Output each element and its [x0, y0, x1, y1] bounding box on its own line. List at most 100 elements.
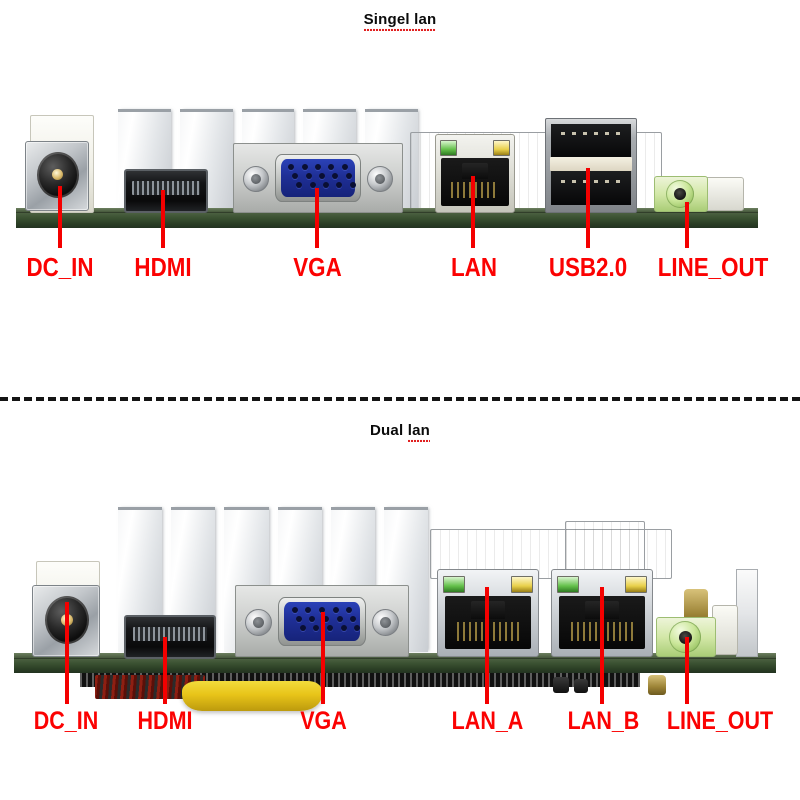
vga-pin-row	[285, 172, 360, 179]
vga-pins	[288, 606, 361, 637]
usb-port-upper[interactable]	[551, 124, 631, 158]
callout-label-line-out: LINE_OUT	[657, 252, 769, 282]
hdmi-port[interactable]	[124, 169, 208, 213]
single-lan-board	[0, 96, 800, 231]
vga-pin	[345, 172, 352, 179]
lan-port[interactable]	[435, 134, 515, 213]
vga-pin	[305, 606, 312, 613]
callout-label-usb: USB2.0	[548, 252, 628, 282]
usb-port-lower[interactable]	[551, 171, 631, 205]
callout-label-line-out-dual: LINE_OUT	[666, 707, 774, 735]
vga-connector[interactable]	[281, 159, 356, 197]
vga-screw-left	[245, 609, 272, 636]
vga-screw-left	[243, 166, 269, 192]
single-lan-title: Singel lan	[0, 11, 800, 31]
leader-hdmi	[161, 190, 165, 248]
lan-cavity	[441, 158, 509, 206]
vga-pin	[314, 163, 321, 170]
vga-pin	[322, 615, 329, 622]
vga-pin	[299, 624, 306, 631]
usb-contacts	[560, 132, 622, 135]
vga-pin	[336, 615, 343, 622]
leader-dc-in-dual	[65, 602, 69, 704]
vga-pin	[309, 181, 316, 188]
vga-pin	[341, 163, 348, 170]
section-divider	[0, 397, 800, 401]
underside-cap-b	[574, 679, 588, 693]
callout-label-lan-b: LAN_B	[567, 707, 640, 735]
pcb-dual	[14, 658, 776, 673]
vga-pins	[285, 163, 356, 193]
underside-cap-a	[553, 677, 569, 693]
section-dual-lan: Dual lan	[0, 397, 800, 800]
leader-vga	[315, 188, 319, 248]
callout-label-vga: VGA	[293, 252, 342, 282]
callout-label-lan-a: LAN_A	[451, 707, 524, 735]
vga-pin	[292, 172, 299, 179]
underside-cap-c	[648, 675, 666, 695]
lan-led-yellow	[492, 140, 511, 157]
leader-hdmi-dual	[163, 637, 167, 704]
dual-lan-title: Dual lan	[0, 422, 800, 442]
vga-pin	[326, 624, 333, 631]
leader-line-out	[685, 202, 689, 248]
usb-port-stack[interactable]	[545, 118, 637, 213]
lan-contacts	[450, 181, 500, 199]
lan-latch-slot	[461, 162, 489, 180]
vga-pin	[332, 172, 339, 179]
lan-a-led-green	[443, 576, 465, 594]
dual-lan-title-word: Dual lan	[370, 422, 431, 442]
dual-lan-board	[0, 507, 800, 722]
leader-lan-b	[600, 587, 604, 704]
callout-label-dc-in: DC_IN	[26, 252, 94, 282]
usb-contacts	[560, 180, 622, 183]
lan-led-green	[439, 140, 458, 157]
vga-pin	[301, 163, 308, 170]
lan-a-led-yellow	[511, 576, 533, 594]
vga-screw-right	[367, 166, 393, 192]
vga-pin	[336, 181, 343, 188]
single-lan-title-text: Singel lan	[363, 11, 437, 31]
callout-label-hdmi-dual: HDMI	[137, 707, 193, 735]
vga-screw-right	[372, 609, 399, 636]
callout-label-hdmi: HDMI	[134, 252, 192, 282]
callout-label-lan: LAN	[451, 252, 497, 282]
vga-pin	[354, 624, 361, 631]
vga-pin	[313, 624, 320, 631]
vga-pin	[291, 606, 298, 613]
vga-pin	[350, 615, 357, 622]
vga-pin	[346, 606, 353, 613]
title-word: lan	[407, 422, 431, 442]
vga-pin	[349, 181, 356, 188]
vga-pin-row	[285, 163, 352, 170]
lan-b-led-yellow	[625, 576, 647, 594]
vga-pin	[295, 615, 302, 622]
leader-lan-a	[485, 587, 489, 704]
hdmi-contacts	[132, 181, 200, 195]
line-out-jack[interactable]	[654, 176, 708, 212]
vga-pin	[322, 181, 329, 188]
vga-pin	[296, 181, 303, 188]
leader-line-out-dual	[685, 637, 689, 704]
vga-pin-row	[288, 606, 356, 613]
hdmi-contacts	[133, 627, 207, 641]
vga-pin	[328, 163, 335, 170]
callout-label-vga-dual: VGA	[300, 707, 347, 735]
vga-shell	[275, 154, 361, 202]
title-word: Dual	[370, 422, 404, 439]
dc-in-port[interactable]	[25, 141, 89, 211]
line-out-hole	[674, 188, 686, 200]
vga-pin	[332, 606, 339, 613]
vga-pin	[288, 163, 295, 170]
yellow-capacitor	[182, 681, 322, 711]
leader-lan	[471, 176, 475, 248]
vga-pin	[318, 606, 325, 613]
leader-dc-in	[58, 186, 62, 248]
hdmi-port-dual[interactable]	[124, 615, 216, 659]
callout-label-dc-in-dual: DC_IN	[33, 707, 99, 735]
vga-pin-row	[288, 624, 372, 631]
leader-vga-dual	[321, 612, 325, 704]
vga-pin	[340, 624, 347, 631]
pcb-single	[16, 212, 758, 228]
vga-pin	[318, 172, 325, 179]
